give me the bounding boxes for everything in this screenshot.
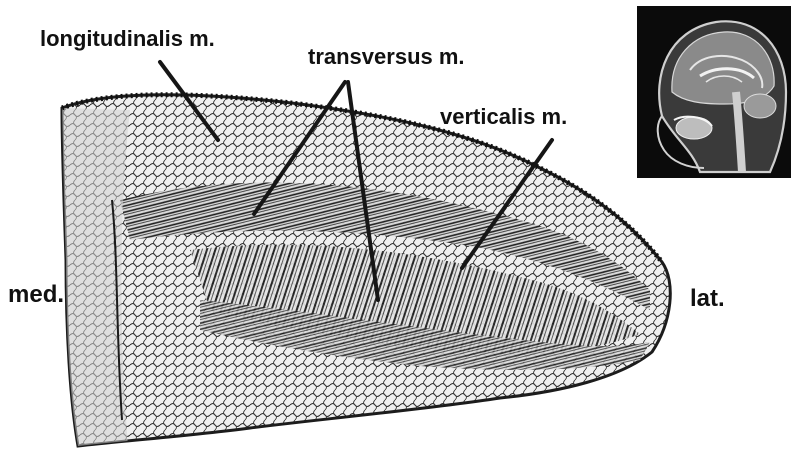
- label-longitudinalis: longitudinalis m.: [40, 26, 215, 51]
- label-lateral: lat.: [690, 285, 725, 312]
- tongue-tissue: [62, 95, 670, 446]
- label-transversus: transversus m.: [308, 44, 465, 69]
- label-medial: med.: [8, 281, 64, 308]
- mri-sagittal-head-icon: [637, 6, 791, 178]
- label-verticalis: verticalis m.: [440, 104, 567, 129]
